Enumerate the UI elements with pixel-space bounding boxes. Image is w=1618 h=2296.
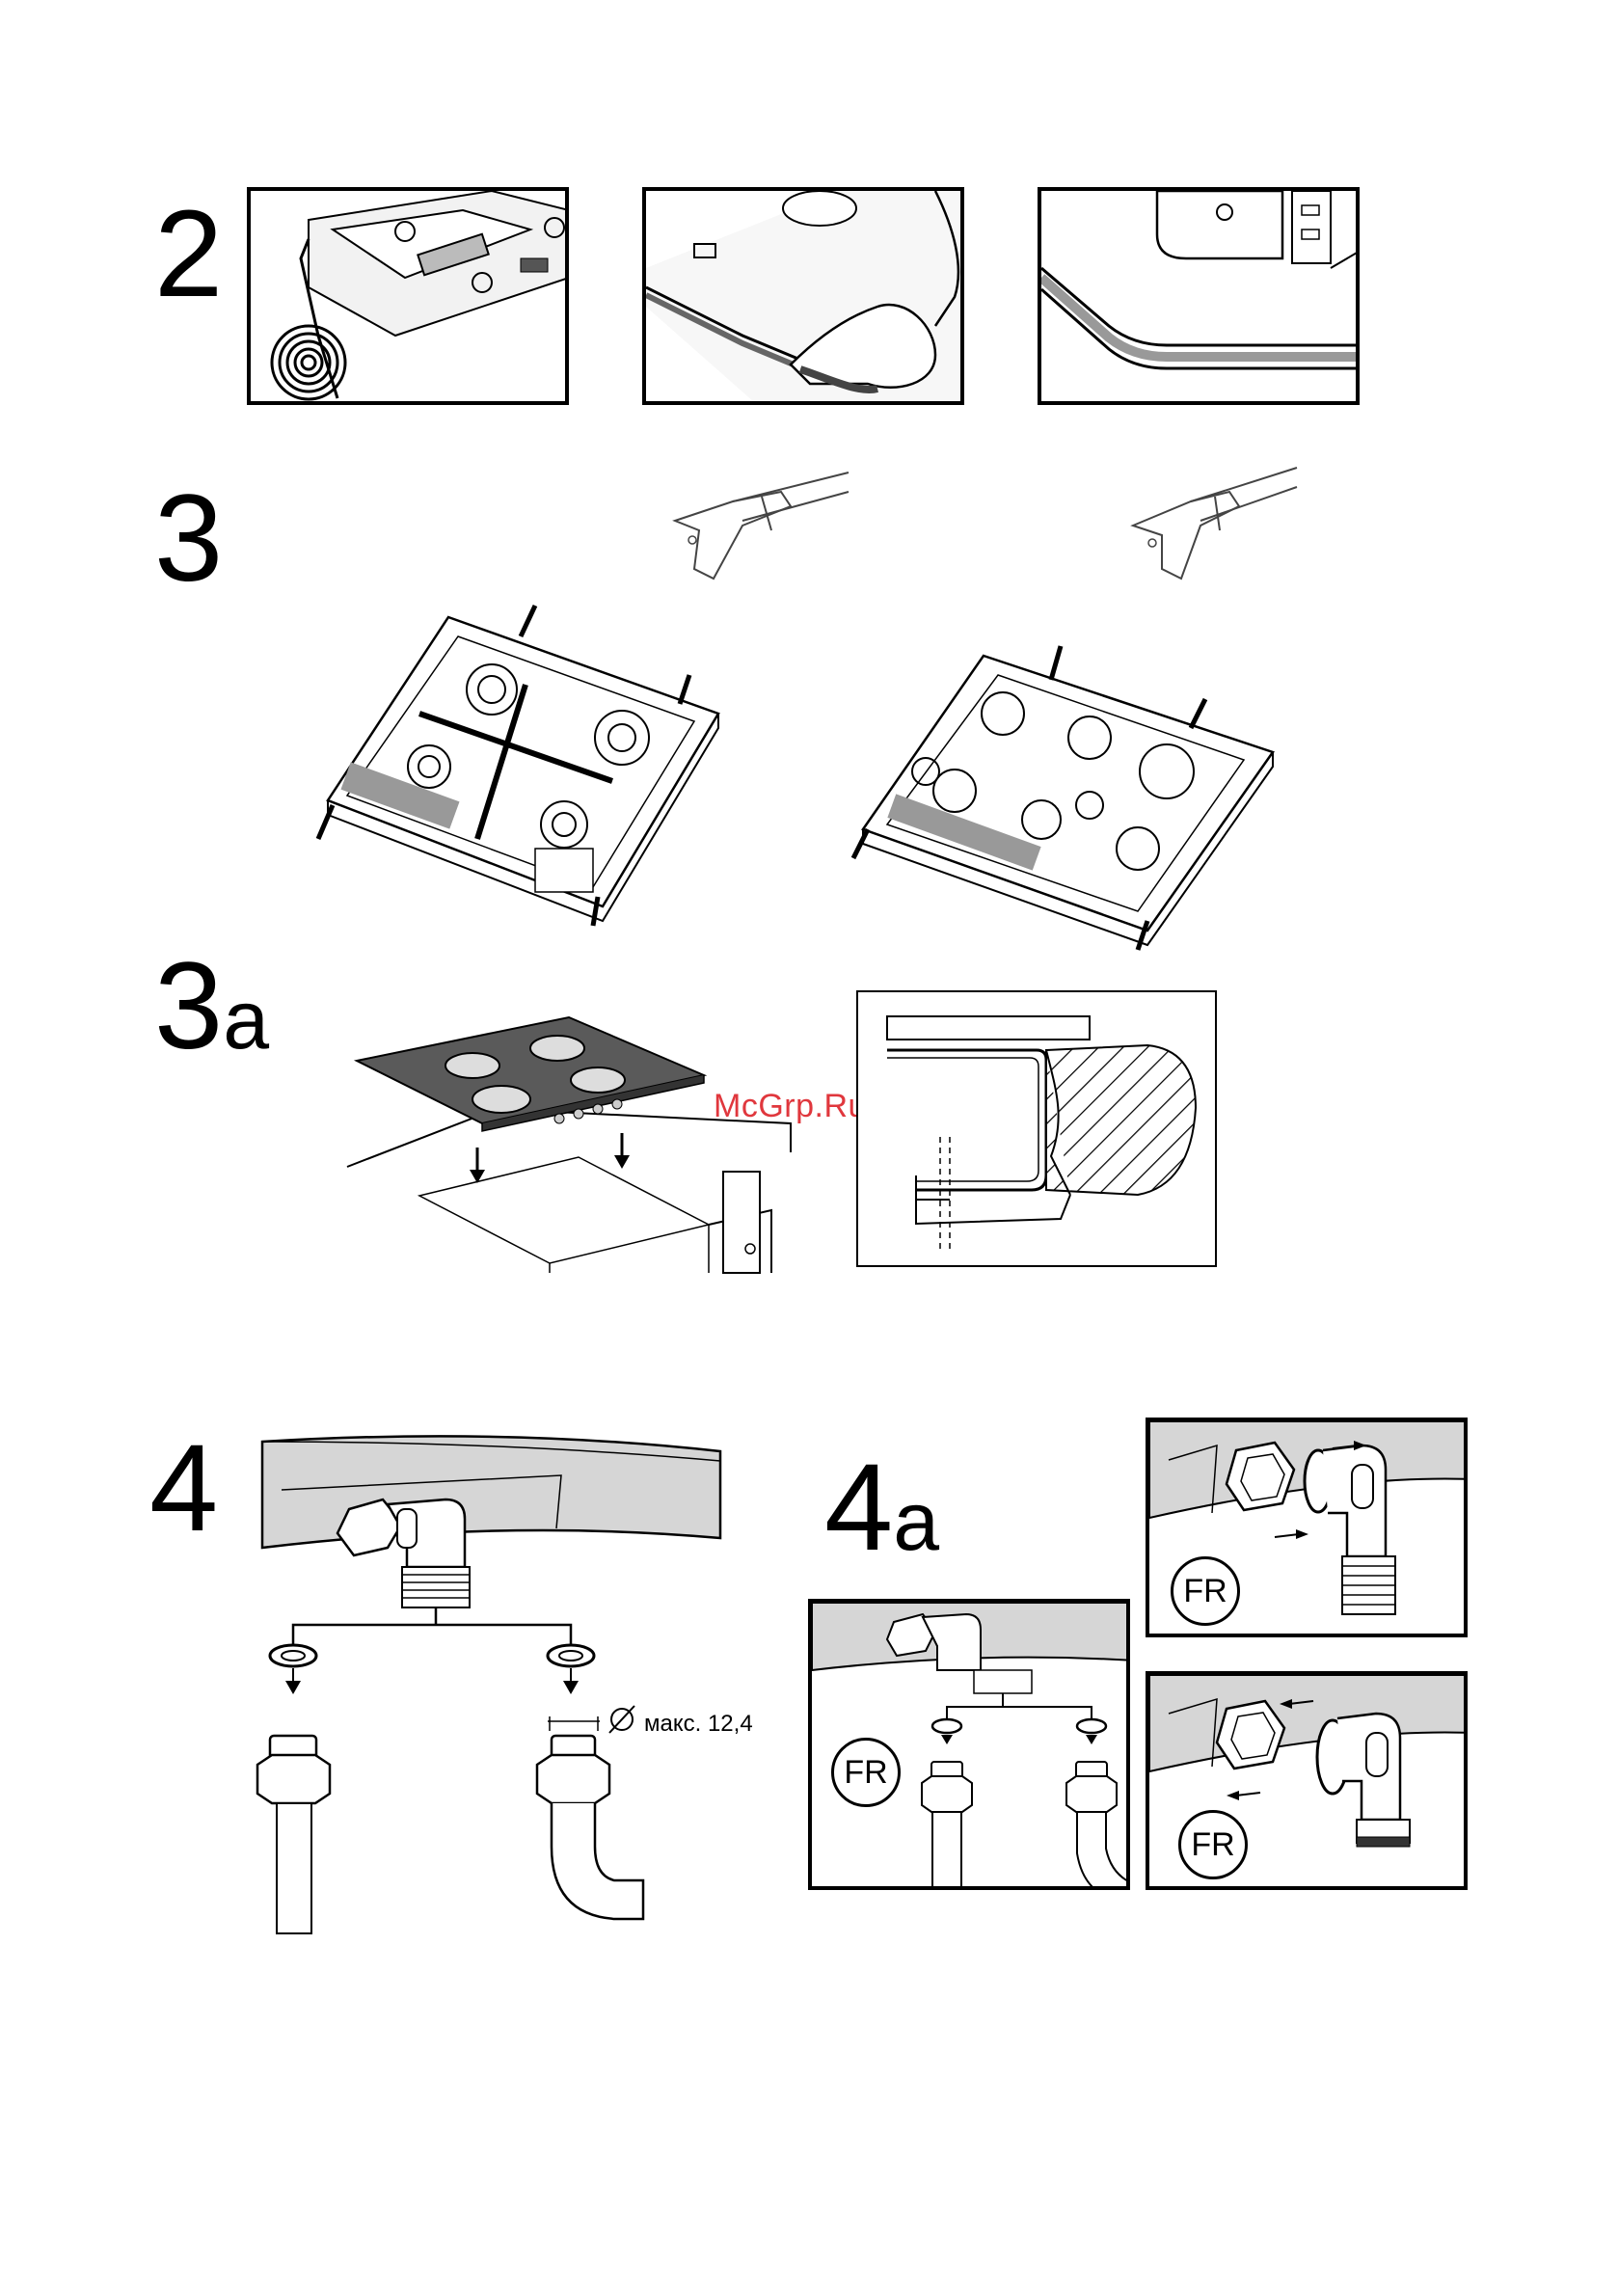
hob-cross-section-detail [856, 990, 1217, 1267]
step-number-2: 2 [154, 193, 223, 316]
gas-connection-elbow-illustration [262, 1432, 744, 1933]
step-4a-panel-elbow-loosen: FR [1146, 1671, 1468, 1890]
step-2-panel-seal-edge [1038, 187, 1360, 405]
step-number-3: 3 [154, 477, 223, 601]
dimension-label: макс. 12,4 [644, 1711, 753, 1738]
hob-underside-left [304, 598, 728, 926]
cross-section-illustration [858, 992, 1217, 1267]
fr-badge: FR [1171, 1556, 1240, 1626]
apply-seal-illustration [646, 191, 964, 405]
seal-edge-illustration [1041, 191, 1360, 405]
hob-underside-right [849, 627, 1282, 955]
step-2-panel-apply-seal [642, 187, 964, 405]
step-number-4: 4 [149, 1427, 218, 1551]
step-number-4a: 4a [824, 1446, 939, 1570]
watermark-text: McGrp.Ru [714, 1088, 867, 1125]
fr-badge: FR [831, 1738, 901, 1807]
bracket-clip-detail-right [1123, 468, 1297, 593]
step-2-panel-seal-coil [247, 187, 569, 405]
fr-badge: FR [1178, 1810, 1248, 1879]
step-number-3a: 3a [154, 945, 269, 1068]
seal-coil-illustration [251, 191, 569, 405]
hob-insertion-illustration [347, 1008, 791, 1273]
bracket-clip-detail-left [656, 473, 849, 598]
step-4a-panel-elbow-tighten: FR [1146, 1418, 1468, 1637]
step-4a-panel-connection: FR [808, 1599, 1130, 1890]
